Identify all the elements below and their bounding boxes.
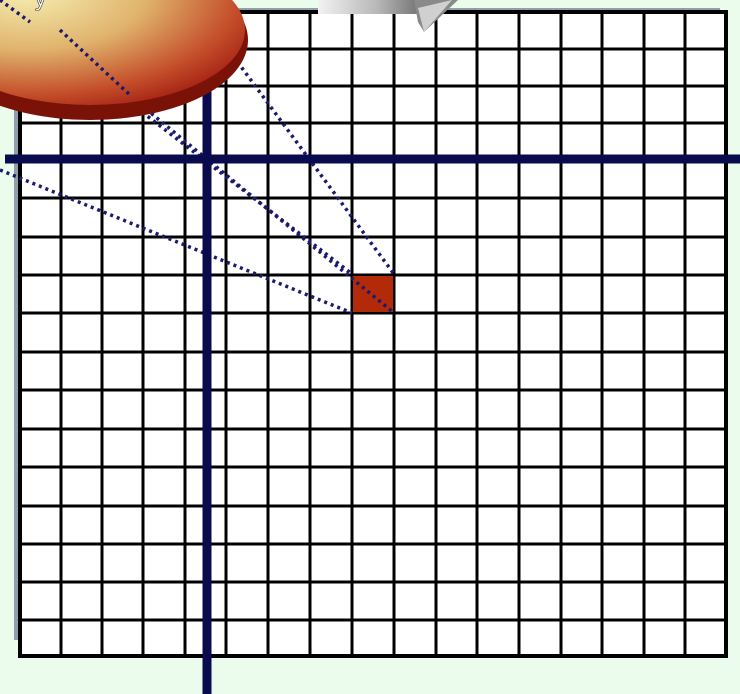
highlighted-cell [352, 275, 394, 313]
disk-label: y [34, 0, 47, 12]
